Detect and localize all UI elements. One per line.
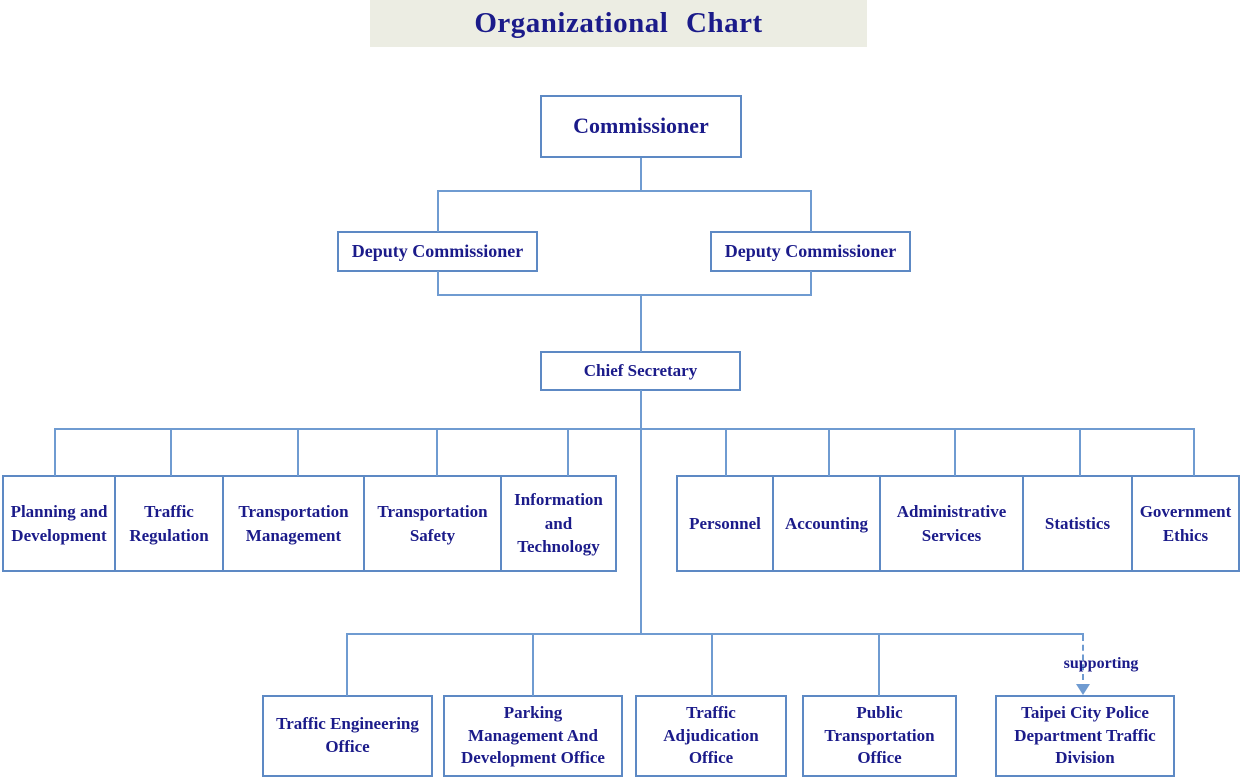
- node-deputy-commissioner-left: Deputy Commissioner: [337, 231, 538, 272]
- connector-deputy-right-upper: [810, 190, 812, 232]
- connector-division-drop-4: [436, 428, 438, 476]
- connector-supporting-dashed: [1082, 635, 1084, 680]
- chart-title: Organizational Chart: [370, 0, 867, 47]
- division-accounting: Accounting: [772, 475, 881, 572]
- node-chief-secretary: Chief Secretary: [540, 351, 741, 391]
- connector-commissioner-stem: [640, 158, 642, 191]
- office-taipei-police-traffic-division: Taipei City Police Department Traffic Di…: [995, 695, 1175, 777]
- supporting-label: supporting: [1063, 655, 1139, 672]
- arrow-down-icon: [1076, 684, 1090, 695]
- connector-division-drop-6: [725, 428, 727, 476]
- connector-deputy-rail-bottom: [437, 294, 812, 296]
- connector-division-drop-3: [297, 428, 299, 476]
- connector-office-drop-4: [878, 633, 880, 696]
- connector-deputy-left-lower: [437, 271, 439, 296]
- office-traffic-engineering: Traffic Engineering Office: [262, 695, 433, 777]
- connector-deputy-rail-top: [437, 190, 812, 192]
- division-information-and-technology: Information and Technology: [500, 475, 617, 572]
- division-transportation-management: Transportation Management: [222, 475, 365, 572]
- connector-deputy-right-lower: [810, 271, 812, 296]
- office-traffic-adjudication: Traffic Adjudication Office: [635, 695, 787, 777]
- division-personnel: Personnel: [676, 475, 774, 572]
- office-parking-management-and-development: Parking Management And Development Offic…: [443, 695, 623, 777]
- connector-division-rail: [54, 428, 1195, 430]
- office-public-transportation: Public Transportation Office: [802, 695, 957, 777]
- connector-office-rail: [346, 633, 1084, 635]
- connector-deputy-left-upper: [437, 190, 439, 232]
- connector-center-trunk: [640, 428, 642, 635]
- division-planning-and-development: Planning and Development: [2, 475, 116, 572]
- connector-chief-secretary-stem-top: [640, 294, 642, 352]
- connector-division-drop-2: [170, 428, 172, 476]
- division-statistics: Statistics: [1022, 475, 1133, 572]
- division-administrative-services: Administrative Services: [879, 475, 1024, 572]
- division-government-ethics: Government Ethics: [1131, 475, 1240, 572]
- connector-division-drop-5: [567, 428, 569, 476]
- division-transportation-safety: Transportation Safety: [363, 475, 502, 572]
- node-commissioner: Commissioner: [540, 95, 742, 158]
- connector-division-drop-9: [1079, 428, 1081, 476]
- connector-office-drop-2: [532, 633, 534, 696]
- connector-office-drop-1: [346, 633, 348, 696]
- node-deputy-commissioner-right: Deputy Commissioner: [710, 231, 911, 272]
- connector-chief-secretary-stem-bottom: [640, 390, 642, 430]
- division-traffic-regulation: Traffic Regulation: [114, 475, 224, 572]
- connector-division-drop-10: [1193, 428, 1195, 476]
- connector-office-drop-3: [711, 633, 713, 696]
- connector-division-drop-7: [828, 428, 830, 476]
- connector-division-drop-8: [954, 428, 956, 476]
- connector-division-drop-1: [54, 428, 56, 476]
